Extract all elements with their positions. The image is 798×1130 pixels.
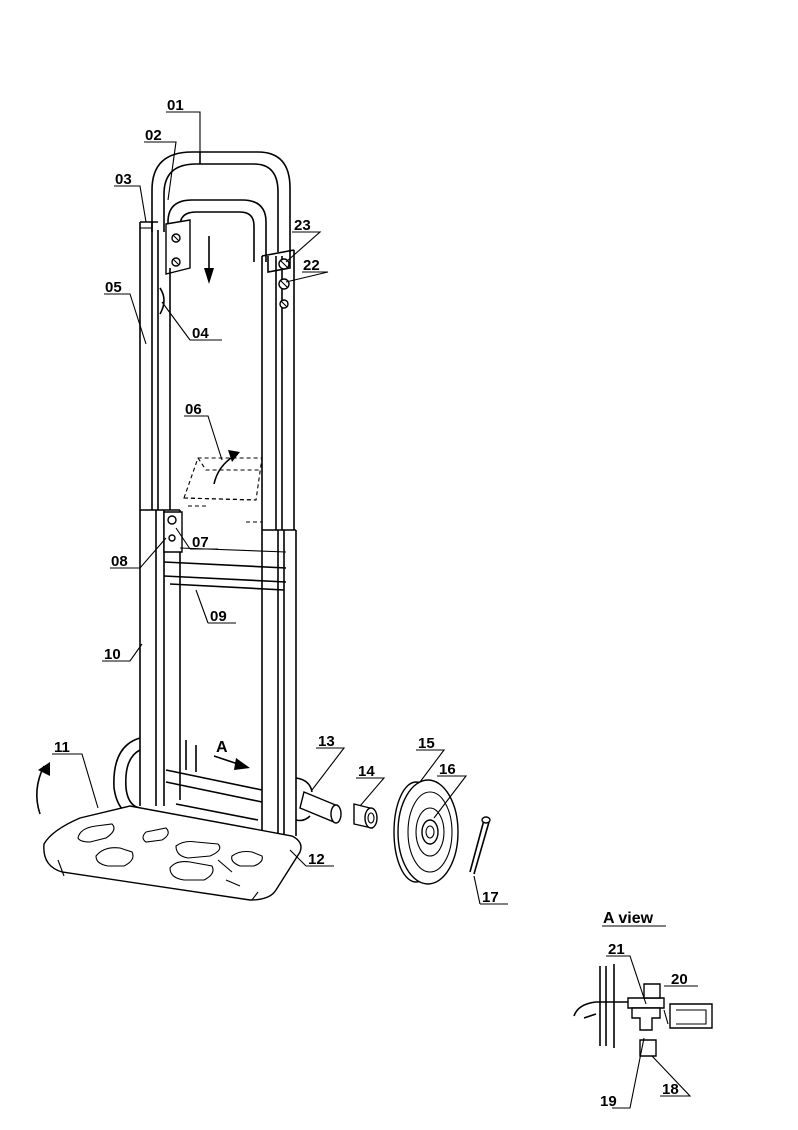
spacer-bushing bbox=[353, 803, 378, 829]
cross-bar bbox=[163, 547, 287, 591]
right-lower-rail bbox=[261, 529, 297, 836]
cotter-pin bbox=[469, 816, 491, 875]
part-label-19: 19 bbox=[600, 1093, 617, 1110]
left-clamp-plate bbox=[165, 219, 191, 275]
part-label-11: 11 bbox=[54, 739, 70, 756]
part-label-12: 12 bbox=[308, 851, 325, 868]
view-a-arrow bbox=[213, 755, 250, 770]
part-label-09: 09 bbox=[210, 608, 227, 625]
part-label-08: 08 bbox=[111, 553, 128, 570]
part-label-01: 01 bbox=[167, 97, 184, 114]
part-label-16: 16 bbox=[439, 761, 456, 778]
right-upper-rail bbox=[261, 249, 295, 530]
rotate-arrow-upper bbox=[213, 450, 240, 485]
down-arrow bbox=[204, 236, 214, 284]
part-label-05: 05 bbox=[105, 279, 122, 296]
part-label-15: 15 bbox=[418, 735, 435, 752]
right-bolts bbox=[278, 258, 290, 372]
a-view-detail bbox=[573, 964, 713, 1057]
part-label-02: 02 bbox=[145, 127, 162, 144]
part-label-21: 21 bbox=[608, 941, 625, 958]
bracket bbox=[163, 511, 183, 553]
part-label-07: 07 bbox=[192, 534, 209, 551]
inner-u-frame bbox=[167, 199, 267, 262]
part-label-22: 22 bbox=[303, 257, 320, 274]
part-label-14: 14 bbox=[358, 763, 375, 780]
wheel bbox=[393, 779, 459, 885]
part-label-10: 10 bbox=[104, 646, 121, 663]
toe-plate bbox=[43, 805, 302, 901]
part-label-20: 20 bbox=[671, 971, 688, 988]
part-label-03: 03 bbox=[115, 171, 132, 188]
left-upper-rail bbox=[139, 221, 171, 510]
left-wheel bbox=[113, 737, 141, 819]
leader-lines bbox=[52, 111, 698, 1109]
direction-label-a: A bbox=[216, 739, 228, 756]
part-label-17: 17 bbox=[482, 889, 499, 906]
part-label-13: 13 bbox=[318, 733, 335, 750]
axle-housing bbox=[165, 740, 263, 821]
rotate-arrow-lower bbox=[36, 762, 50, 815]
a-view-title: A view bbox=[603, 910, 654, 927]
folding-support-plate bbox=[183, 457, 263, 523]
left-lower-rail bbox=[139, 509, 181, 806]
axle-stub bbox=[295, 777, 342, 824]
part-label-04: 04 bbox=[192, 325, 209, 342]
part-label-18: 18 bbox=[662, 1081, 679, 1098]
handle-bar bbox=[151, 151, 291, 252]
part-label-23: 23 bbox=[294, 217, 311, 234]
part-label-06: 06 bbox=[185, 401, 202, 418]
